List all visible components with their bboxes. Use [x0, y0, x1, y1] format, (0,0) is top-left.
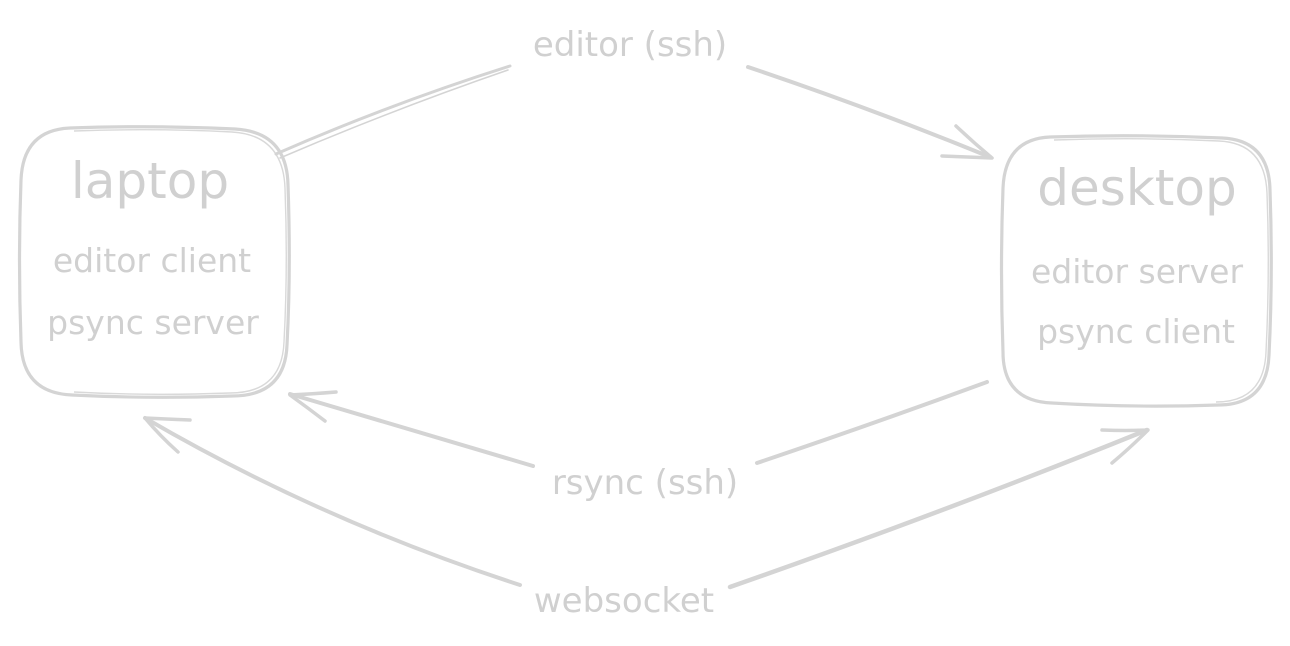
laptop-box: [17, 125, 291, 399]
websocket-edge-line-left: [143, 416, 522, 587]
laptop-box-echo: [73, 129, 287, 395]
websocket-edge-arrowhead-left: [143, 416, 192, 454]
rsync-edge-label: rsync (ssh): [552, 463, 738, 503]
laptop-line-editor-client: editor client: [53, 241, 251, 280]
desktop-line-editor-server: editor server: [1031, 252, 1243, 291]
desktop-node: desktop editor server psync client: [999, 134, 1273, 408]
editor-edge-label: editor (ssh): [533, 25, 727, 65]
laptop-title: laptop: [71, 152, 229, 210]
rsync-edge-line-left: [288, 392, 535, 468]
editor-edge-line-right: [746, 65, 992, 159]
desktop-box-echo: [1053, 138, 1269, 403]
desktop-box: [999, 134, 1273, 408]
laptop-line-psync-server: psync server: [47, 303, 259, 342]
desktop-title: desktop: [1037, 159, 1236, 217]
websocket-edge-label: websocket: [534, 581, 714, 621]
websocket-edge-line-right: [727, 427, 1150, 590]
edge-editor-ssh: editor (ssh): [274, 25, 994, 160]
edge-rsync-ssh: rsync (ssh): [288, 380, 989, 503]
editor-edge-line-left: [274, 64, 512, 156]
editor-edge-line-left-echo: [279, 69, 509, 159]
rsync-edge-arrowhead: [288, 390, 338, 423]
editor-edge-arrowhead: [940, 124, 994, 160]
laptop-node: laptop editor client psync server: [17, 125, 291, 399]
websocket-edge-arrowhead-right: [1100, 428, 1150, 465]
edge-websocket: websocket: [143, 416, 1150, 621]
rsync-edge-line-right: [755, 380, 989, 465]
desktop-line-psync-client: psync client: [1037, 312, 1235, 351]
